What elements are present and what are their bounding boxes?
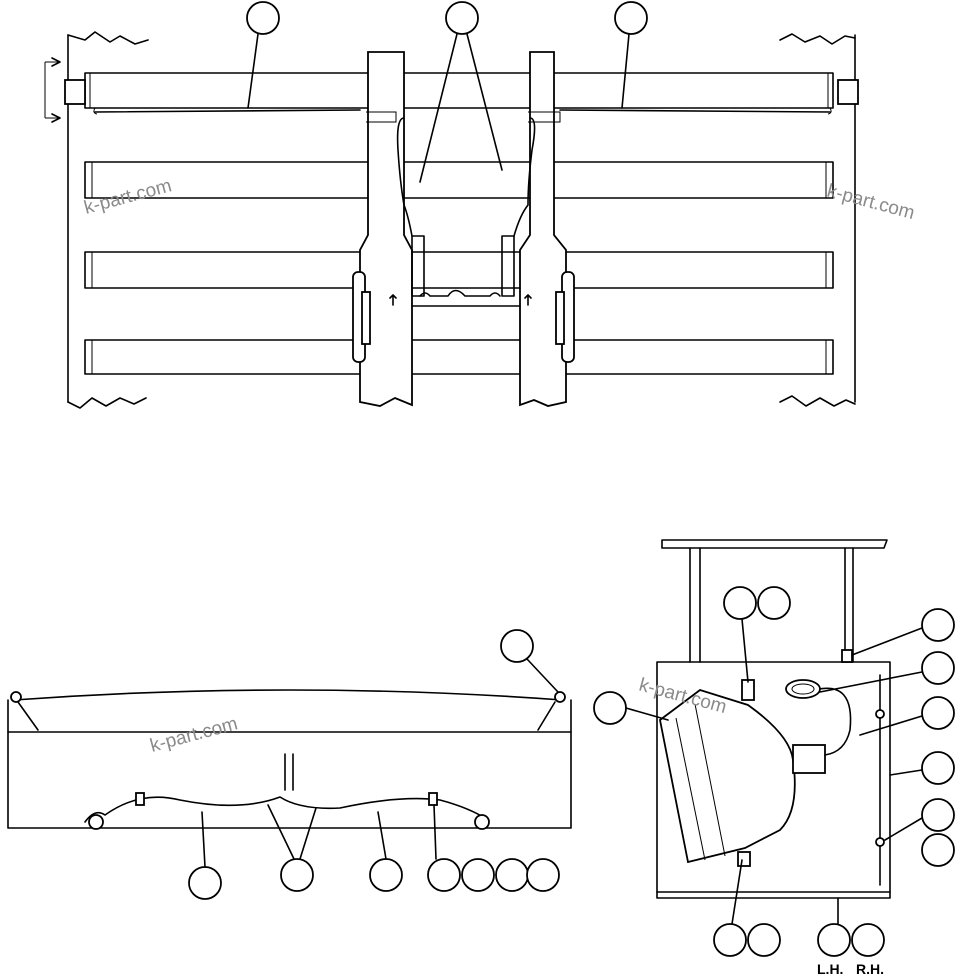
rh-label: R.H. bbox=[856, 961, 884, 976]
top-view-frame bbox=[44, 31, 856, 409]
detail-callouts bbox=[593, 586, 955, 957]
top-callouts bbox=[246, 1, 648, 183]
right-arm bbox=[519, 51, 575, 407]
left-arm bbox=[352, 51, 413, 407]
light-bar bbox=[64, 72, 859, 115]
watermark-1: k-part.com bbox=[82, 175, 174, 219]
watermark-3: k-part.com bbox=[148, 713, 240, 757]
side-view bbox=[7, 689, 572, 830]
center-wiring bbox=[366, 111, 561, 307]
crossbars bbox=[84, 161, 834, 375]
lamp-detail bbox=[656, 539, 891, 899]
watermark-2: k-part.com bbox=[825, 181, 917, 225]
side-callouts bbox=[188, 629, 560, 900]
lh-label: L.H. bbox=[817, 961, 843, 976]
